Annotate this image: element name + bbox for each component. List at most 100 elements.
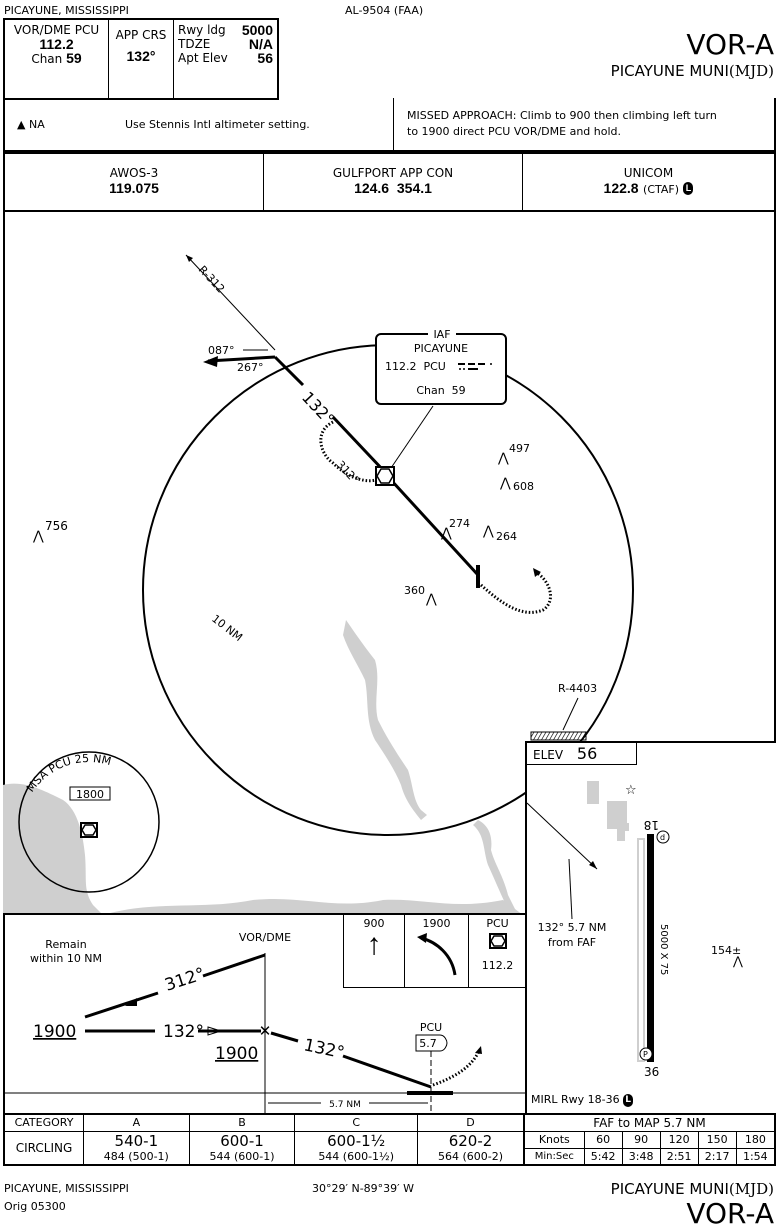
runway-profile [407, 1091, 453, 1095]
time-value: 2:51 [659, 1147, 699, 1166]
category-c: C [294, 1113, 419, 1132]
obstacle-497: ⋀497 [497, 442, 530, 466]
river [473, 820, 518, 915]
iaf-label: IAF [433, 328, 450, 341]
minimum-main: 600-1½ [327, 1132, 386, 1151]
dme-icon-glyph: d [660, 833, 665, 842]
time-value: 1:54 [735, 1147, 776, 1166]
plan-view: 10 NM R-312 087° 267° 132° 312° IAF PICA… [3, 210, 776, 915]
airport-diagram-drawing: ☆ 18 d P 36 5000 X 75 132° 5.7 NM from F… [526, 781, 743, 1079]
knots-value: 180 [735, 1130, 776, 1149]
timing-table: FAF to MAP 5.7 NM Knots 60 90 120 150 18… [523, 1113, 776, 1166]
footer-airport-id: (MJD) [728, 1180, 774, 1198]
parallel-taxiway [637, 838, 645, 1062]
missed-approach-line-2: to 1900 direct PCU VOR/DME and hold. [407, 125, 622, 138]
map-fix-label: PCU [420, 1021, 442, 1034]
restricted-area-label: R-4403 [558, 682, 597, 695]
altitude-left: 1900 [33, 1022, 76, 1042]
feeder-route [207, 355, 276, 363]
feeder-arrow-icon [203, 356, 218, 367]
obstacle-label: 274 [449, 517, 470, 530]
descent-path [342, 1054, 432, 1089]
msa-altitude-box [69, 786, 111, 801]
header-location: PICAYUNE, MISSISSIPPI [4, 4, 129, 17]
obstacle-264: ⋀264 [482, 524, 517, 543]
footer-amendment: Orig 05300 [4, 1200, 66, 1213]
approach-course-segment [331, 415, 385, 472]
course-note-2: from FAF [548, 936, 596, 949]
comms-row: AWOS-3 119.075 GULFPORT APP CON 124.6 35… [3, 152, 776, 212]
comm-freq: 124.6 354.1 [354, 180, 432, 196]
obstacle-label: 497 [509, 442, 530, 455]
minimum-sub: 544 (600-1) [209, 1150, 275, 1164]
elev-box: ELEV 56 [527, 743, 637, 765]
knots-value: 120 [659, 1130, 699, 1149]
vor-hexagon-icon [376, 468, 394, 484]
alternate-na: ▲ NA [17, 118, 45, 131]
profile-drawing: Remain within 10 NM VOR/DME 312° 1900 13… [3, 931, 525, 1113]
dme-icon [656, 830, 670, 844]
dme-fix-box [415, 1034, 448, 1052]
ctaf-label: (CTAF) [643, 183, 680, 196]
app-crs-label: APP CRS [115, 28, 167, 42]
comm-name: UNICOM [623, 166, 674, 180]
missed-approach-line-1: MISSED APPROACH: Climb to 900 then climb… [407, 109, 717, 122]
minimum-sub: 564 (600-2) [437, 1150, 504, 1164]
category-d: D [417, 1113, 525, 1132]
morse-code-icon [458, 363, 492, 370]
obstacle-icon: ⋀ [497, 451, 509, 466]
outbound-leg [202, 953, 266, 978]
comm-unicom: UNICOM 122.8 (CTAF) L [523, 154, 774, 210]
iaf-label-bg [428, 328, 456, 340]
minimum-main: 620-2 [448, 1132, 493, 1151]
briefing-strip: VOR/DME PCU 112.2 Chan 59 APP CRS 132° R… [3, 18, 279, 100]
obstacle-360: 360⋀ [404, 584, 437, 607]
course-note-1: 132° 5.7 NM [538, 921, 607, 934]
category-a: A [83, 1113, 190, 1132]
footer-airport: PICAYUNE MUNI(MJD) [611, 1180, 774, 1198]
outbound-course-label: 312° [162, 964, 207, 996]
ma-step-label: 900 [363, 917, 385, 930]
comm-approach: GULFPORT APP CON 124.6 354.1 [264, 154, 523, 210]
footer-coords: 30°29′ N-89°39′ W [312, 1182, 415, 1195]
alternate-na-text: NA [28, 118, 45, 131]
inbound-arrow-icon [207, 1026, 223, 1036]
missed-approach-icons: 900 ↑ 1900 PCU 112.2 [343, 915, 526, 988]
papi-icon [639, 1047, 653, 1061]
distance-label: 5.7 NM [329, 1100, 361, 1110]
terrain-shading [3, 783, 103, 915]
beacon-icon: ☆ [625, 783, 637, 798]
ma-step-climb: 900 ↑ [344, 915, 405, 987]
outbound-leg [84, 991, 159, 1019]
runway-18-label: 18 [644, 818, 659, 832]
rwy-ldg-label: Rwy ldg [178, 23, 226, 37]
navaid-box: VOR/DME PCU 112.2 Chan 59 [5, 20, 109, 98]
river [343, 620, 427, 820]
apt-elev-value: 56 [257, 50, 273, 66]
comm-awos: AWOS-3 119.075 [5, 154, 264, 210]
comm-name: GULFPORT APP CON [332, 166, 454, 180]
radial-arrow-icon [186, 255, 193, 262]
iaf-freq: 112.2 PCU [385, 360, 446, 373]
navaid-label: VOR/DME PCU [13, 23, 100, 37]
remain-note-1: Remain [45, 938, 86, 951]
inbound-course-label: 132° [163, 1022, 204, 1042]
holding-course: 312° [334, 458, 362, 486]
airport-diagram: ELEV 56 ☆ 18 d P 36 5000 X 75 132° 5.7 N… [525, 741, 776, 1113]
iaf-name: PICAYUNE [414, 342, 468, 355]
map-dme-value: 5.7 [419, 1037, 437, 1050]
restricted-area-hatch [530, 731, 587, 741]
category-label: CATEGORY [3, 1113, 84, 1132]
fix-cross-icon: ✕ [259, 1022, 272, 1040]
time-label: Min:Sec [523, 1147, 585, 1166]
inbound-course: 087° [208, 344, 235, 357]
navaid-freq: 112.2 [39, 36, 74, 52]
obstacle-icon: ⋀ [440, 526, 452, 541]
ma-step-hold: PCU 112.2 [469, 915, 526, 987]
tdze-value: N/A [248, 36, 273, 52]
